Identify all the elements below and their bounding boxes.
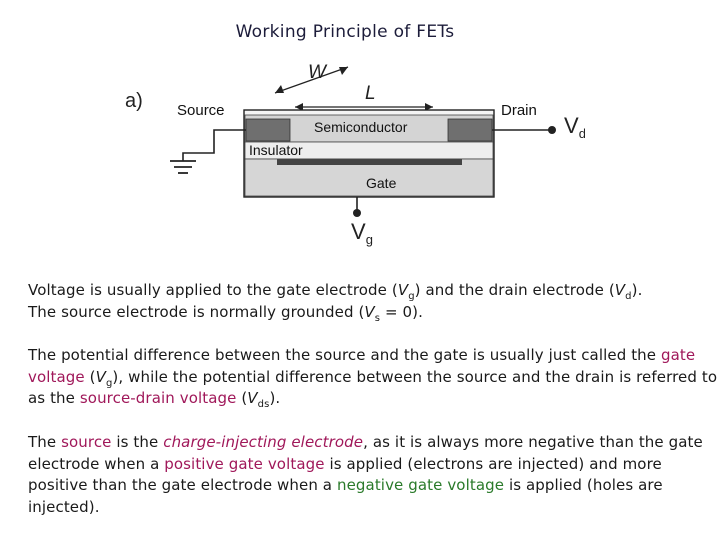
source-wire: [182, 129, 246, 161]
gate-label: Gate: [366, 175, 397, 191]
source-contact: [245, 118, 291, 142]
drain-contact: [447, 118, 493, 142]
l-label: L: [365, 83, 376, 104]
paragraph-potential-difference: The potential difference between the sou…: [28, 346, 718, 410]
ground-icon: [170, 160, 196, 174]
insulator-label: Insulator: [249, 142, 303, 158]
source-drain-voltage-term: source-drain voltage: [79, 389, 237, 407]
width-arrow: [274, 66, 349, 94]
panel-label: a): [125, 90, 143, 112]
vd-label: Vd: [564, 113, 585, 141]
length-arrow: [295, 103, 433, 111]
gate-electrode: [277, 159, 462, 165]
positive-gate-voltage-term: positive gate voltage: [164, 454, 325, 473]
gate-voltage-term: gate voltage: [28, 346, 696, 386]
semiconductor-label: Semiconductor: [314, 119, 408, 135]
gate-terminal: [353, 209, 361, 217]
w-label: W: [308, 62, 328, 83]
source-label: Source: [177, 102, 225, 119]
gate-layer: [244, 158, 494, 197]
negative-gate-voltage-term: negative gate voltage: [336, 476, 505, 494]
drain-label: Drain: [501, 102, 537, 119]
paragraph-charge-injection: The source is the charge-injecting elect…: [28, 433, 703, 516]
paragraph-voltage-applied: Voltage is usually applied to the gate e…: [28, 281, 643, 324]
slide-title: Working Principle of FETs: [235, 22, 455, 42]
charge-injecting-term: charge-injecting electrode: [163, 433, 364, 451]
drain-terminal: [548, 126, 556, 134]
fet-diagram: a) W L Semiconductor Insulator Gate Sour…: [125, 62, 585, 247]
vg-label: Vg: [351, 219, 373, 247]
source-term: source: [61, 433, 112, 451]
